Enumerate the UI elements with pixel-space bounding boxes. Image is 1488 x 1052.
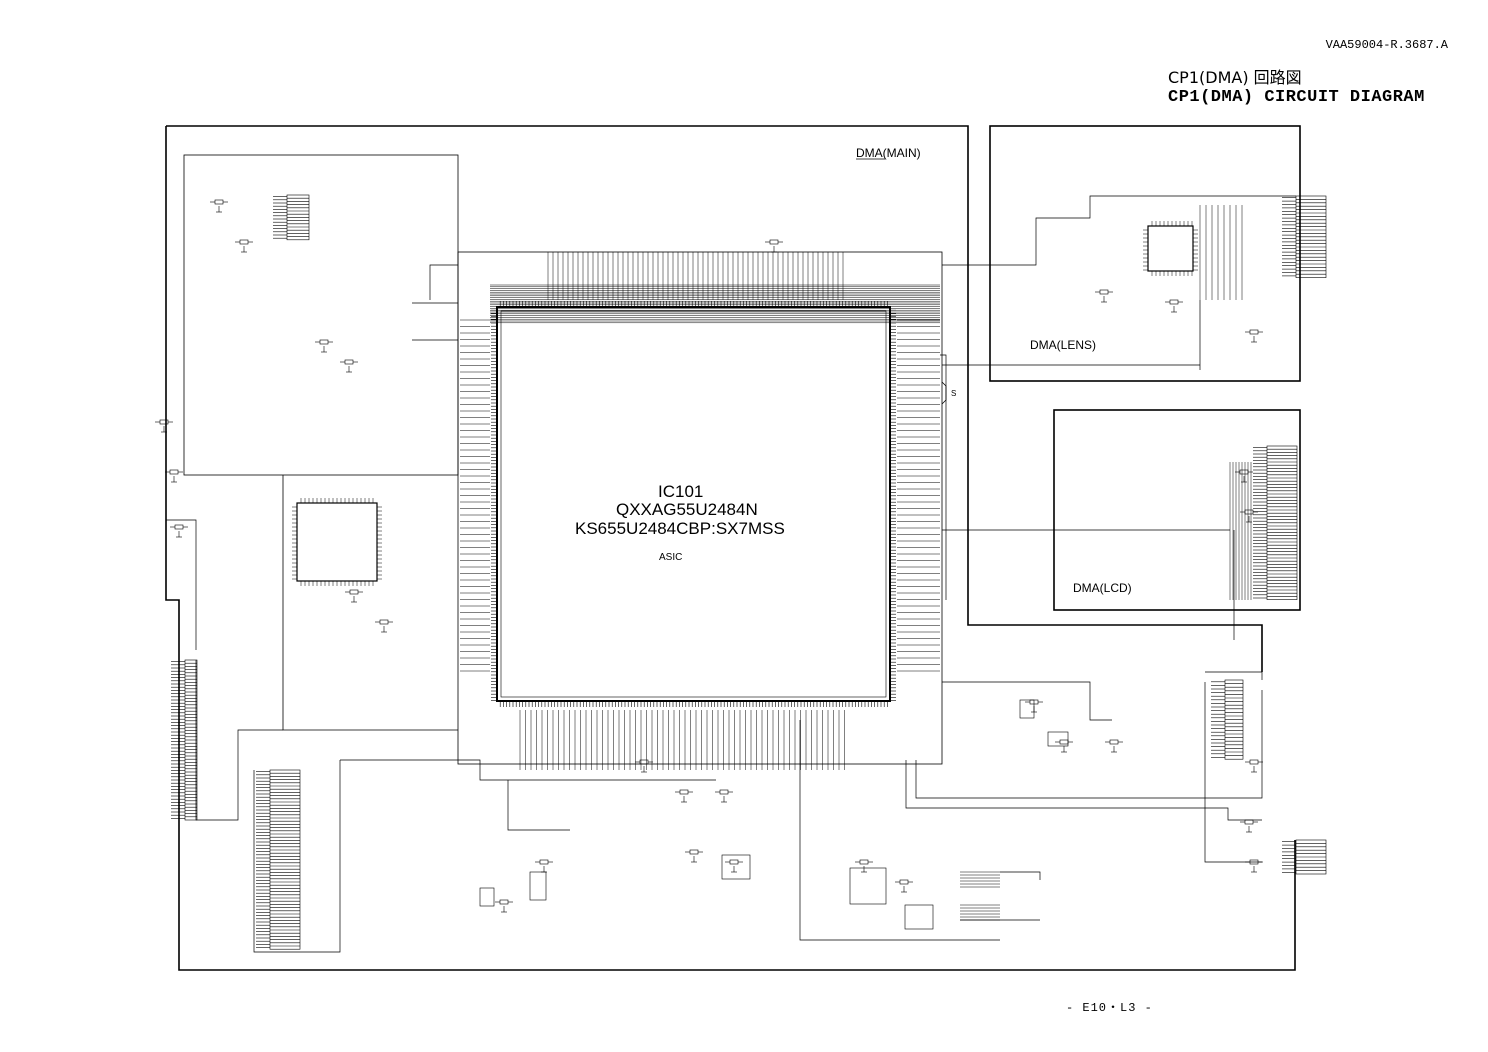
left-subframe — [282, 475, 458, 731]
bracket-label: S — [951, 389, 956, 398]
title-english: CP1(DMA) CIRCUIT DIAGRAM — [1168, 88, 1425, 107]
ic101-type-code: KS655U2484CBP:SX7MSS — [575, 519, 785, 538]
section-label-main: DMA(MAIN) — [856, 146, 921, 160]
lens-ic-pins — [1143, 221, 1198, 276]
section-label-lcd: DMA(LCD) — [1073, 581, 1132, 595]
ic101-part-number: QXXAG55U2484N — [616, 500, 758, 519]
main-board-outline-left — [165, 126, 1296, 971]
ic101-function: ASIC — [659, 552, 682, 563]
bus-wiring — [166, 195, 1296, 953]
ic101-body — [496, 306, 891, 702]
ic101-pins — [491, 301, 896, 707]
page-number: - E10・L3 - — [1066, 1001, 1153, 1015]
upper-left-subframe — [183, 154, 459, 476]
s-bracket — [941, 381, 947, 405]
section-label-lens: DMA(LENS) — [1030, 338, 1096, 352]
sub-ic-pins — [292, 498, 382, 586]
ic101-inner — [500, 310, 887, 698]
passive-components — [155, 199, 1263, 930]
ic101-ref: IC101 — [658, 482, 703, 501]
lens-ic-body — [1147, 225, 1194, 272]
lcd-section-box — [1053, 409, 1301, 611]
asic-block-frame — [457, 251, 943, 765]
sub-ic-body — [296, 502, 378, 582]
title-japanese: CP1(DMA) 回路図 — [1168, 68, 1302, 87]
connectors — [171, 194, 1327, 950]
document-code: VAA59004-R.3687.A — [1325, 38, 1448, 52]
bus-lines — [460, 205, 1252, 921]
main-board-outline — [166, 125, 1263, 672]
